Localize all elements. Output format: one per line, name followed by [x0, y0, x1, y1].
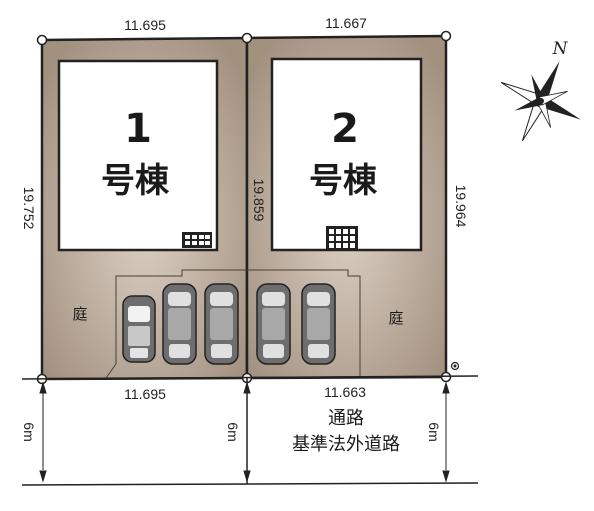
car-2	[162, 283, 197, 365]
dimension-lot2-top: 11.667	[325, 15, 367, 31]
road-width-arrow-left	[39, 381, 47, 483]
dimension-lot1-bottom: 11.695	[124, 386, 166, 402]
building-2-number: 2	[331, 106, 359, 152]
dimension-right-side: 19.964	[453, 185, 469, 228]
survey-point-marker	[450, 361, 460, 371]
compass-icon	[500, 61, 581, 142]
dimension-left-side: 19.752	[21, 187, 37, 230]
building-1-label: 号棟	[101, 161, 170, 201]
parking-area-outline	[105, 269, 361, 379]
car-4	[256, 283, 291, 365]
car-5	[301, 283, 336, 365]
garden-label-2: 庭	[388, 309, 403, 327]
road-edge-top	[21, 375, 479, 380]
road-width-middle: 6m	[225, 422, 241, 441]
road-label: 通路	[328, 408, 364, 429]
road-width-right: 6m	[426, 422, 442, 441]
building-1	[57, 59, 219, 252]
entrance-grid-1	[182, 232, 212, 248]
road-width-arrow-right	[442, 381, 450, 483]
dimension-lot1-top: 11.695	[124, 17, 166, 33]
dimension-lot2-bottom: 11.663	[324, 384, 366, 400]
entrance-grid-2	[326, 226, 358, 250]
dimension-middle-side: 19.859	[251, 179, 267, 222]
road-edge-bottom	[21, 482, 479, 486]
building-1-number: 1	[124, 106, 152, 152]
road-width-arrow-middle	[243, 381, 251, 483]
compass-north-label: N	[552, 39, 569, 59]
road-width-left: 6m	[21, 422, 37, 441]
building-2-label: 号棟	[309, 161, 378, 201]
building-2	[270, 57, 423, 252]
road-note: 基準法外道路	[292, 434, 400, 455]
garden-label-1: 庭	[72, 305, 87, 323]
car-1	[122, 295, 156, 363]
car-3	[204, 283, 239, 365]
